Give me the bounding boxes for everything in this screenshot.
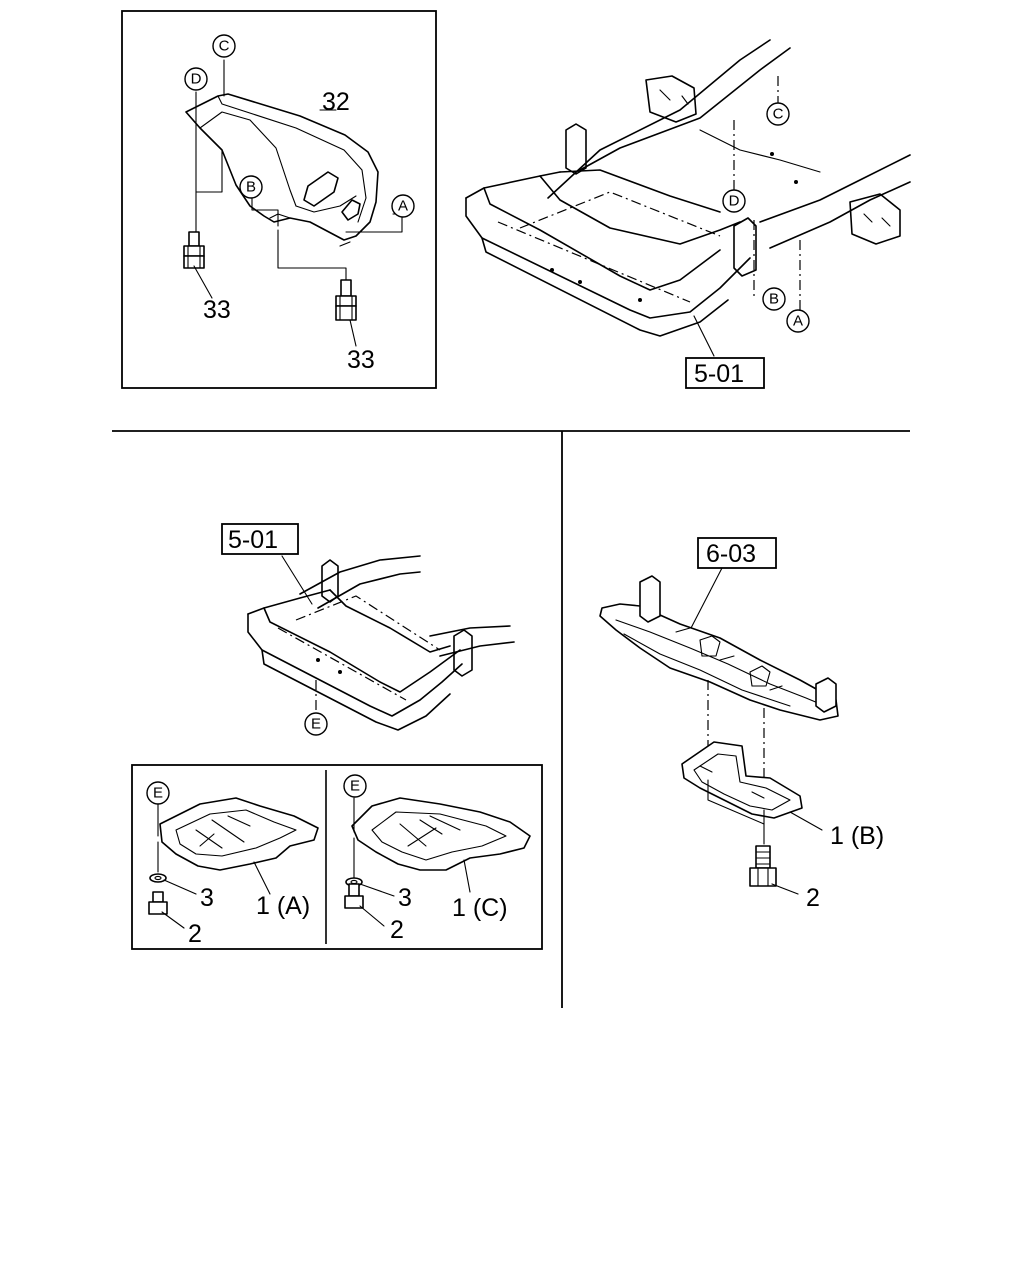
vehicle-frame-mid	[247, 555, 515, 731]
marker-e-mid	[304, 712, 328, 736]
marker-b-frame	[762, 287, 786, 311]
callout-1b: 1 (B)	[830, 822, 884, 850]
washer-3-left	[149, 873, 167, 883]
callout-3-mid: 3	[398, 884, 412, 912]
marker-e-left-label: E	[153, 785, 163, 802]
bolt-33-lower	[335, 279, 357, 321]
callout-32: 32	[322, 88, 350, 116]
ref-label-5-01-top: 5-01	[694, 360, 744, 388]
callout-3-left: 3	[200, 884, 214, 912]
bolt-33-upper	[183, 231, 205, 269]
inset-frame-skid-plates	[131, 764, 543, 950]
callout-2-left: 2	[188, 920, 202, 948]
marker-b-frame-label: B	[769, 291, 779, 308]
marker-e-mid-label: E	[311, 716, 321, 733]
marker-e-left	[146, 781, 170, 805]
marker-c-frame	[766, 102, 790, 126]
marker-c-inset-label: C	[219, 38, 230, 55]
callout-33-lower: 33	[347, 346, 375, 374]
marker-d-inset	[184, 67, 208, 91]
marker-a-inset-label: A	[398, 198, 408, 215]
ref-label-6-03: 6-03	[706, 540, 756, 568]
callout-1a: 1 (A)	[256, 892, 310, 920]
marker-d-inset-label: D	[191, 71, 202, 88]
callout-33-upper: 33	[203, 296, 231, 324]
marker-a-frame-label: A	[793, 313, 803, 330]
ref-box-5-01-top	[685, 357, 765, 389]
marker-c-frame-label: C	[773, 106, 784, 123]
bolt-2-mid	[344, 883, 364, 909]
ref-label-5-01-mid: 5-01	[228, 526, 278, 554]
marker-e-right	[343, 774, 367, 798]
marker-b-inset	[239, 175, 263, 199]
marker-b-inset-label: B	[246, 179, 256, 196]
callout-2-right: 2	[806, 884, 820, 912]
vehicle-frame-top	[465, 39, 911, 337]
bolt-2-left	[148, 891, 168, 915]
bracket-32-drawing	[185, 93, 379, 247]
marker-a-frame	[786, 309, 810, 333]
ref-box-6-03	[697, 537, 777, 569]
callout-2-mid: 2	[390, 916, 404, 944]
marker-e-right-label: E	[350, 778, 360, 795]
marker-d-frame	[722, 189, 746, 213]
ref-box-5-01-mid	[221, 523, 299, 555]
skid-plate-1a	[159, 797, 319, 871]
inset-frame-bracket	[121, 10, 437, 389]
bolt-2-right	[749, 845, 777, 887]
callout-1c: 1 (C)	[452, 894, 508, 922]
skid-plate-1c	[351, 797, 531, 871]
skid-plate-1b	[681, 741, 803, 819]
crossmember-6-03	[599, 575, 839, 721]
marker-d-frame-label: D	[729, 193, 740, 210]
marker-a-inset	[391, 194, 415, 218]
marker-c-inset	[212, 34, 236, 58]
